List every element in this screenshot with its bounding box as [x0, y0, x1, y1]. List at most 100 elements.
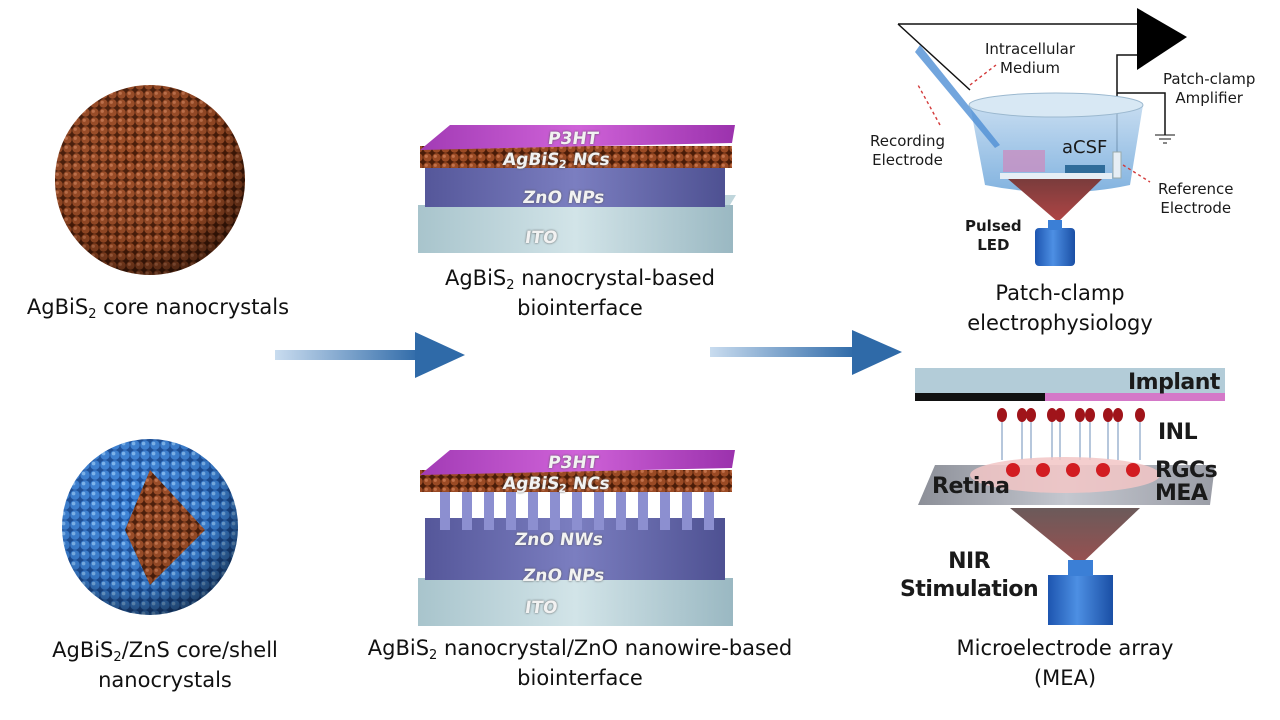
nanowire: [594, 490, 604, 530]
label-acsf: aCSF: [1062, 137, 1108, 158]
caption-text: electrophysiology: [967, 311, 1153, 335]
caption-text: Patch-clamp: [995, 281, 1125, 305]
label-text: Stimulation: [900, 577, 1039, 602]
caption-text: nanocrystals: [98, 668, 232, 692]
layer-label-ito: ITO: [523, 598, 559, 618]
nanowire: [660, 490, 670, 530]
layer-label-p3ht: P3HT: [546, 129, 600, 149]
nanowire: [528, 490, 538, 530]
layer-text: AgBiS: [501, 150, 561, 170]
layer-text: NCs: [565, 150, 612, 170]
label-rgcs: RGCs: [1155, 458, 1218, 483]
caption-patch-clamp: Patch-clamp electrophysiology: [920, 278, 1200, 338]
mea-setup: [915, 368, 1225, 625]
caption-text: (MEA): [1033, 666, 1097, 690]
layer-label-zno-nps: ZnO NPs: [521, 188, 606, 208]
zno-nanowires: [440, 490, 714, 530]
amplifier-icon: [1137, 8, 1187, 70]
nanowire: [550, 490, 560, 530]
label-text: Electrode: [872, 151, 943, 169]
label-retina: Retina: [932, 474, 1010, 499]
nanowire: [704, 490, 714, 530]
label-implant: Implant: [1128, 370, 1220, 395]
rgc-cell: [1006, 463, 1020, 477]
nanowire: [682, 490, 692, 530]
nanowire: [484, 490, 494, 530]
subscript: 2: [113, 650, 122, 665]
layer-label-zno-nws: ZnO NWs: [513, 530, 605, 550]
rgc-cell: [1096, 463, 1110, 477]
caption-text: biointerface: [517, 296, 643, 320]
caption-text: biointerface: [517, 666, 643, 690]
core-nanocrystal-sphere: [55, 85, 245, 275]
label-text: Intracellular: [985, 40, 1076, 58]
label-inl: INL: [1158, 420, 1198, 445]
caption-text: AgBiS: [26, 295, 89, 319]
caption-nanowire-biointerface: AgBiS2 nanocrystal/ZnO nanowire-based bi…: [320, 633, 840, 693]
caption-text: AgBiS: [444, 266, 507, 290]
layer-label-ncs: AgBiS2 NCs: [501, 474, 612, 495]
label-text: Medium: [1000, 59, 1060, 77]
nanowire: [638, 490, 648, 530]
label-text: LED: [977, 236, 1010, 254]
arrow-to-measurements: [710, 330, 902, 375]
caption-text: nanocrystal/ZnO nanowire-based: [437, 636, 793, 660]
caption-text: core nanocrystals: [96, 295, 290, 319]
patch-clamp-setup: [897, 8, 1187, 266]
neuron-cells: [997, 408, 1145, 460]
caption-text: AgBiS: [367, 636, 430, 660]
arrow-to-biointerfaces: [275, 332, 465, 378]
rgc-cells: [1006, 463, 1140, 477]
caption-core-nanocrystals: AgBiS2 core nanocrystals: [0, 292, 316, 322]
inl-cell: [1047, 408, 1057, 422]
layer-label-p3ht: P3HT: [546, 453, 600, 473]
label-text: Amplifier: [1175, 89, 1243, 107]
inl-cell: [1103, 408, 1113, 422]
label-text: Reference: [1158, 180, 1234, 198]
layer-label-zno-nps: ZnO NPs: [521, 566, 606, 586]
label-mea: MEA: [1155, 481, 1208, 506]
caption-nanocrystal-biointerface: AgBiS2 nanocrystal-based biointerface: [380, 263, 780, 323]
rgc-cell: [1066, 463, 1080, 477]
inl-cell: [1085, 408, 1095, 422]
nanowire: [616, 490, 626, 530]
label-nir-stimulation: NIR Stimulation: [900, 548, 1039, 604]
nanowire: [572, 490, 582, 530]
inl-cell: [1055, 408, 1065, 422]
inl-cell: [1075, 408, 1085, 422]
label-text: Pulsed: [965, 217, 1022, 235]
layer-label-ito: ITO: [523, 228, 559, 248]
core-shell-nanocrystal-sphere: [62, 439, 238, 615]
inl-cell: [1135, 408, 1145, 422]
layer-text: AgBiS: [501, 474, 561, 494]
label-text: NIR: [948, 549, 991, 574]
caption-mea: Microelectrode array (MEA): [920, 633, 1210, 693]
nanowire-device-stack: [418, 450, 735, 626]
label-text: Electrode: [1160, 199, 1232, 217]
rgc-cell: [1036, 463, 1050, 477]
subscript: 2: [429, 648, 438, 663]
nanocrystal-device-stack: [418, 125, 736, 253]
caption-text: nanocrystal-based: [514, 266, 716, 290]
label-text: Patch-clamp: [1163, 70, 1256, 88]
rgc-cell: [1126, 463, 1140, 477]
subscript: 2: [506, 278, 515, 293]
recording-electrode: [915, 45, 1000, 148]
inl-cell: [1113, 408, 1123, 422]
caption-text: AgBiS: [52, 638, 114, 662]
caption-text: Microelectrode array: [956, 636, 1174, 660]
inl-cell: [1026, 408, 1036, 422]
inl-cell: [997, 408, 1007, 422]
layer-label-ncs: AgBiS2 NCs: [501, 150, 612, 171]
layer-text: NCs: [565, 474, 612, 494]
nanowire: [506, 490, 516, 530]
caption-text: /ZnS core/shell: [121, 638, 278, 662]
subscript: 2: [88, 307, 97, 322]
label-text: Recording: [870, 132, 946, 150]
